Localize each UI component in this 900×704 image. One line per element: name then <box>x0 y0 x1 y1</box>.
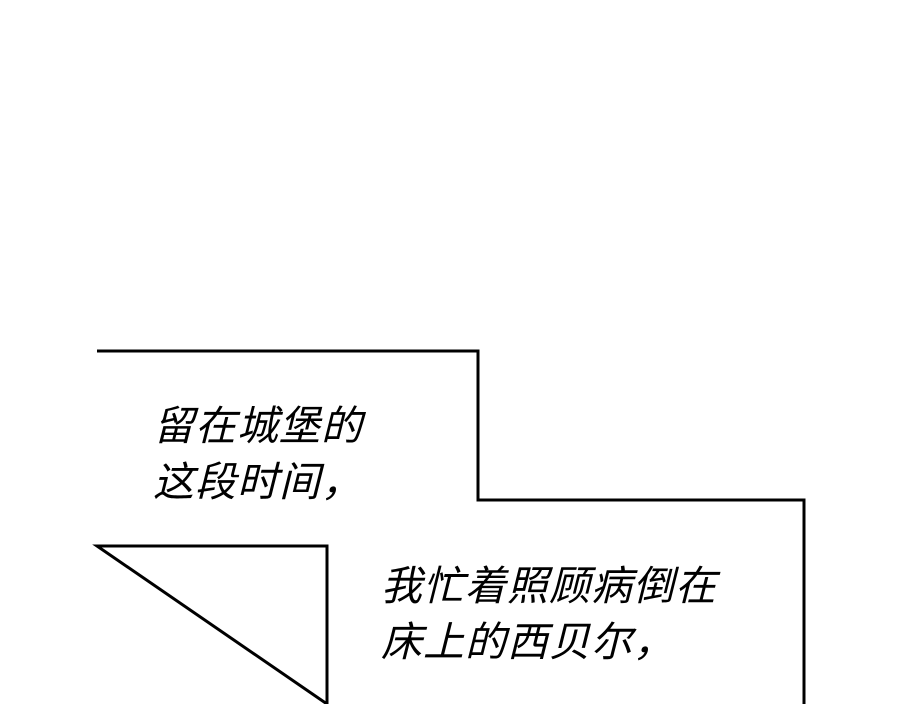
caption-line: 留在城堡的 <box>153 402 363 450</box>
caption-line: 床上的西贝尔， <box>381 618 675 666</box>
caption-text-1: 留在城堡的 这段时间， <box>153 398 363 510</box>
caption-line: 这段时间， <box>153 458 363 506</box>
caption-text-2: 我忙着照顾病倒在 床上的西贝尔， <box>381 558 717 670</box>
caption-line: 我忙着照顾病倒在 <box>381 562 717 610</box>
